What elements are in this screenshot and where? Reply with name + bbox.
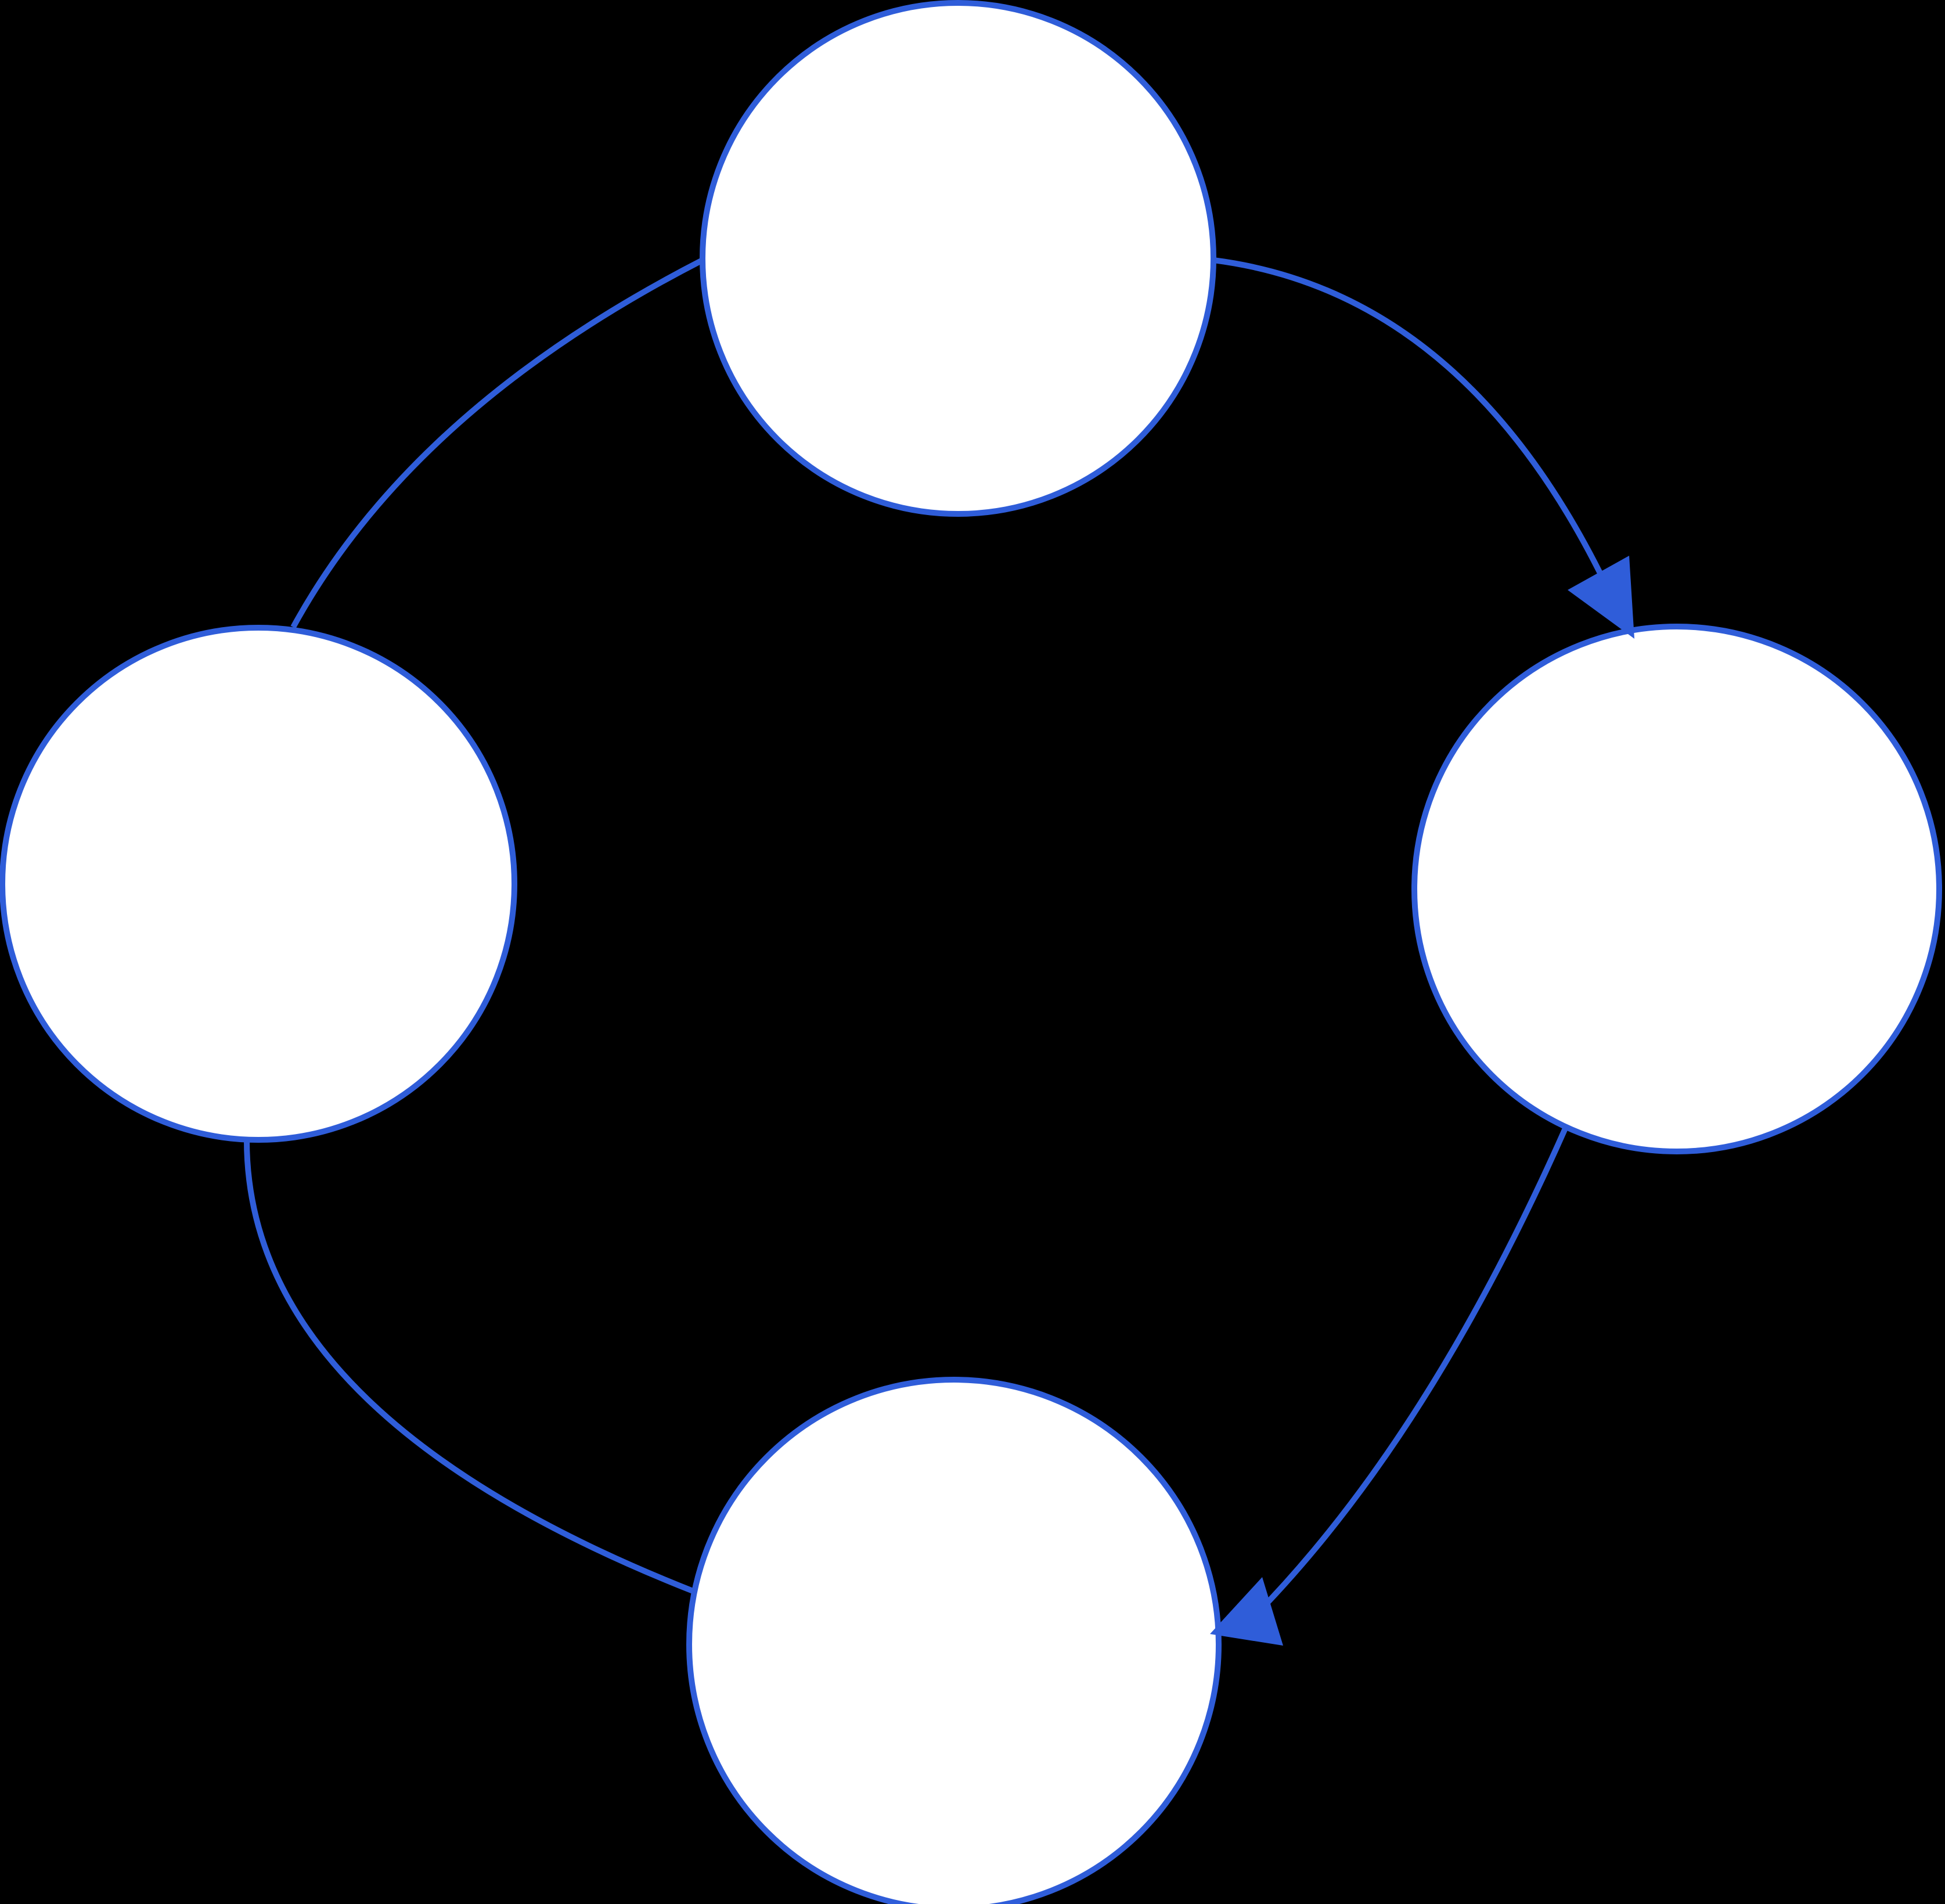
node-bottom: [686, 1377, 1222, 1904]
node-top: [700, 0, 1216, 517]
connector-arrowheads: [1210, 556, 1634, 1646]
arrowhead-top-to-right-icon: [1568, 556, 1634, 639]
arrowhead-right-to-bottom-icon: [1210, 1577, 1283, 1646]
arc-top-to-left: [290, 258, 703, 629]
node-right: [1411, 624, 1942, 1154]
arc-top-to-right: [1213, 257, 1613, 596]
arc-right-to-bottom: [1249, 1125, 1569, 1621]
node-left: [0, 625, 517, 1143]
arc-left-to-bottom: [243, 1139, 696, 1595]
connector-arcs: [243, 257, 1613, 1621]
